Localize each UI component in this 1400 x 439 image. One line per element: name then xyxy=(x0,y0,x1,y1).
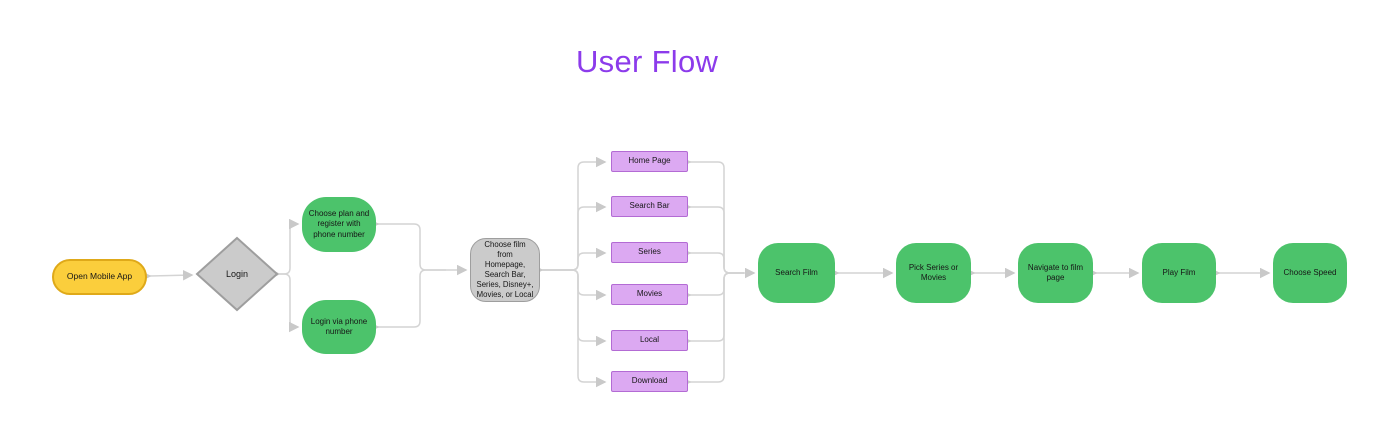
node-label: Series xyxy=(638,247,661,257)
node-label: Login via phone number xyxy=(310,316,368,336)
node-label: Choose Speed xyxy=(1283,267,1337,277)
node-label: Download xyxy=(631,376,668,386)
diagram-title: User Flow xyxy=(576,44,719,79)
connector-path xyxy=(681,272,744,347)
connector-path xyxy=(542,269,607,301)
connector-path xyxy=(542,269,607,347)
connector-path xyxy=(681,272,744,388)
connector-path xyxy=(369,218,468,276)
node-open-mobile-app[interactable]: Open Mobile App xyxy=(52,259,147,295)
node-option-series[interactable]: Series xyxy=(611,242,688,263)
diamond-shape xyxy=(195,236,279,312)
connector-path xyxy=(140,269,194,282)
node-option-search-bar[interactable]: Search Bar xyxy=(611,196,688,217)
node-label: Choose plan and register with phone numb… xyxy=(308,208,370,239)
connector-path xyxy=(533,156,607,276)
node-login-via-phone[interactable]: Login via phone number xyxy=(302,300,376,354)
node-search-film[interactable]: Search Film xyxy=(758,243,835,303)
node-play-film[interactable]: Play Film xyxy=(1142,243,1216,303)
connector-path xyxy=(542,201,607,271)
node-option-local[interactable]: Local xyxy=(611,330,688,351)
node-pick-series-or-movies[interactable]: Pick Series or Movies xyxy=(896,243,971,303)
connector-path xyxy=(681,247,744,274)
node-label: Local xyxy=(639,335,660,345)
node-label: Navigate to film page xyxy=(1027,262,1084,282)
node-option-download[interactable]: Download xyxy=(611,371,688,392)
node-label: Pick Series or Movies xyxy=(908,262,959,282)
node-choose-speed[interactable]: Choose Speed xyxy=(1273,243,1347,303)
node-login-decision[interactable]: Login xyxy=(195,236,279,312)
node-label: Search Bar xyxy=(629,201,670,211)
connector-path xyxy=(369,269,446,333)
node-label: Home Page xyxy=(628,156,671,166)
node-choose-film-source[interactable]: Choose film from Homepage, Search Bar, S… xyxy=(470,238,540,302)
connector-path xyxy=(270,218,300,280)
node-label: Login xyxy=(225,269,249,279)
connector-path xyxy=(681,272,744,301)
connector-path xyxy=(279,273,300,333)
node-option-home-page[interactable]: Home Page xyxy=(611,151,688,172)
node-label: Open Mobile App xyxy=(66,271,133,282)
node-choose-plan-register[interactable]: Choose plan and register with phone numb… xyxy=(302,197,376,252)
node-navigate-to-film-page[interactable]: Navigate to film page xyxy=(1018,243,1093,303)
connector-path xyxy=(542,269,607,388)
connector-path xyxy=(681,156,756,279)
connector-path xyxy=(681,201,744,274)
node-label: Movies xyxy=(636,289,663,299)
node-label: Search Film xyxy=(775,267,818,277)
node-option-movies[interactable]: Movies xyxy=(611,284,688,305)
node-label: Play Film xyxy=(1162,267,1196,277)
connector-path xyxy=(542,247,607,271)
node-label: Choose film from Homepage, Search Bar, S… xyxy=(476,239,534,300)
